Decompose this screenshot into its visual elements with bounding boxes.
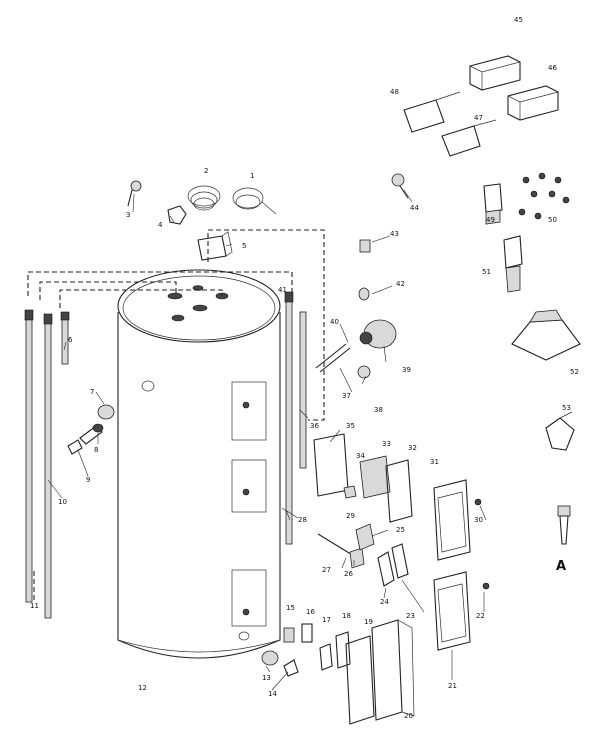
callout-38: 38 <box>374 406 383 414</box>
callout-19: 19 <box>364 618 373 626</box>
callout-22: 22 <box>476 612 485 620</box>
callout-35: 35 <box>346 422 355 430</box>
callout-15: 15 <box>286 604 295 612</box>
callout-46: 46 <box>548 64 557 72</box>
callout-51: 51 <box>482 268 491 276</box>
callout-5: 5 <box>242 242 246 250</box>
callout-16: 16 <box>306 608 315 616</box>
callout-13: 13 <box>262 674 271 682</box>
callout-20: 20 <box>404 712 413 720</box>
connection-lines <box>27 229 325 600</box>
callout-18: 18 <box>342 612 351 620</box>
callout-14: 14 <box>268 690 277 698</box>
callout-33: 33 <box>382 440 391 448</box>
callout-27: 27 <box>322 566 331 574</box>
callout-10: 10 <box>58 498 67 506</box>
callout-37: 37 <box>342 392 351 400</box>
detail-label-a: A <box>556 559 566 574</box>
callout-32: 32 <box>408 444 417 452</box>
center-right-parts <box>284 173 409 545</box>
callout-41: 41 <box>278 286 287 294</box>
left-rods <box>24 309 70 619</box>
callout-12: 12 <box>138 684 147 692</box>
callout-28: 28 <box>298 516 307 524</box>
callout-40: 40 <box>330 318 339 326</box>
callouts: 1 2 3 4 5 6 7 8 9 10 11 12 13 14 15 16 1… <box>30 16 579 720</box>
callout-21: 21 <box>448 682 457 690</box>
callout-47: 47 <box>474 114 483 122</box>
callout-31: 31 <box>430 458 439 466</box>
bottom-parts <box>261 619 415 725</box>
tank-body <box>117 269 281 659</box>
callout-50: 50 <box>548 216 557 224</box>
callout-17: 17 <box>322 616 331 624</box>
callout-3: 3 <box>126 211 130 219</box>
callout-23: 23 <box>406 612 415 620</box>
callout-1: 1 <box>250 172 254 180</box>
callout-43: 43 <box>390 230 399 238</box>
callout-24: 24 <box>380 598 389 606</box>
outlet-fitting <box>192 304 208 312</box>
callout-2: 2 <box>204 167 208 175</box>
callout-11: 11 <box>30 602 39 610</box>
drain-valve-assembly <box>67 404 115 455</box>
leader-lines <box>47 189 487 691</box>
callout-30: 30 <box>474 516 483 524</box>
callout-44: 44 <box>410 204 419 212</box>
thermostat-assemblies <box>313 433 490 651</box>
inlet-fitting <box>167 292 183 300</box>
top-right-parts <box>403 55 581 545</box>
callout-4: 4 <box>158 221 163 229</box>
callout-34: 34 <box>356 452 365 460</box>
callout-9: 9 <box>86 476 90 484</box>
callout-42: 42 <box>396 280 405 288</box>
callout-48: 48 <box>390 88 399 96</box>
callout-26: 26 <box>344 570 353 578</box>
callout-39: 39 <box>402 366 411 374</box>
callout-52: 52 <box>570 368 579 376</box>
callout-7: 7 <box>90 388 94 396</box>
callout-49: 49 <box>486 216 495 224</box>
callout-45: 45 <box>514 16 523 24</box>
callout-53: 53 <box>562 404 571 412</box>
relief-fitting <box>171 314 185 322</box>
callout-8: 8 <box>94 446 98 454</box>
callout-36: 36 <box>310 422 319 430</box>
callout-29: 29 <box>346 512 355 520</box>
callout-25: 25 <box>396 526 405 534</box>
callout-6: 6 <box>68 336 73 344</box>
top-parts <box>127 180 277 261</box>
